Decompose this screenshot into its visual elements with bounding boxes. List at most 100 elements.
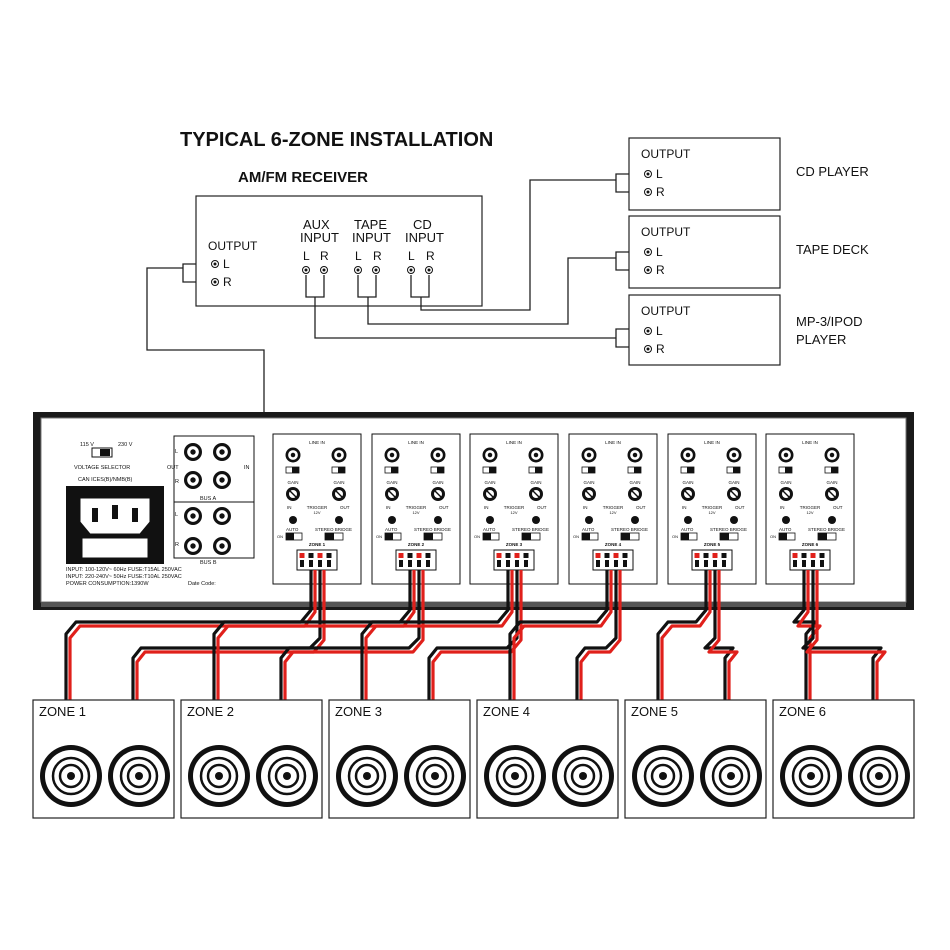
speaker-inner-ring (206, 763, 232, 789)
module-stereo-bridge-label: STEREO BRIDGE (611, 527, 648, 532)
module-gain-label-r: GAIN (728, 480, 739, 485)
speaker-icon (484, 745, 546, 807)
speaker-terminal-post (426, 560, 430, 567)
speaker-terminal-post (408, 560, 412, 567)
trigger-in-jack[interactable] (585, 516, 593, 524)
ab-switch-right-knob (831, 467, 838, 473)
module-auto-label: AUTO (681, 527, 694, 532)
speaker-terminal (514, 553, 520, 558)
trigger-in-jack[interactable] (782, 516, 790, 524)
rca-jack-pin (290, 452, 296, 458)
speaker-inner-ring (866, 763, 892, 789)
voltage-230-label: 230 V (118, 442, 133, 448)
speaker-terminal (523, 553, 529, 558)
ab-switch-right-knob (733, 467, 740, 473)
bus-section (173, 435, 255, 559)
gain-knob-slot (388, 490, 396, 498)
input-jack-center (322, 268, 326, 272)
rca-jack-pin (783, 452, 789, 458)
speaker-terminal (317, 553, 323, 558)
power-inlet-icon (66, 486, 164, 564)
tape-l-label: L (355, 249, 362, 263)
power-consumption: POWER CONSUMPTION:1390W (66, 581, 149, 587)
source-output-label: OUTPUT (641, 147, 691, 161)
source-jack-l (644, 170, 652, 178)
cd-l-label: L (408, 249, 415, 263)
speaker-terminal-post (695, 560, 699, 567)
ab-switch-left-knob (292, 467, 299, 473)
source-jack-l-center (646, 329, 650, 333)
module-trigger-label: TRIGGER (603, 505, 624, 510)
source-jack-r (644, 266, 652, 274)
trigger-out-jack[interactable] (434, 516, 442, 524)
trigger-in-jack[interactable] (388, 516, 396, 524)
speaker-terminal-post (515, 560, 519, 567)
trigger-out-jack[interactable] (335, 516, 343, 524)
receiver-output-label: OUTPUT (208, 239, 258, 253)
speaker-terminal (712, 553, 718, 558)
speaker-dustcap (875, 772, 883, 780)
source-jack-r-center (646, 347, 650, 351)
gain-knob-slot (684, 490, 692, 498)
module-12v-label: 12V (510, 510, 517, 515)
speaker-terminal-post (722, 560, 726, 567)
trigger-out-jack[interactable] (730, 516, 738, 524)
speaker-terminal-post (793, 560, 797, 567)
speaker-dustcap (807, 772, 815, 780)
speaker-terminal (595, 553, 601, 558)
gain-knob-slot (335, 490, 343, 498)
module-gain-label-l: GAIN (682, 480, 693, 485)
speaker-terminal (819, 553, 825, 558)
module-gain-label-l: GAIN (780, 480, 791, 485)
trigger-out-jack[interactable] (532, 516, 540, 524)
bus-b-r-label: R (175, 542, 179, 548)
source-jack-r (644, 188, 652, 196)
speaker-terminal-post (614, 560, 618, 567)
module-on-label: ON (770, 534, 776, 539)
bus-out-label: OUT (167, 465, 179, 471)
module-zone-label: ZONE 6 (802, 542, 819, 547)
module-zone-label: ZONE 1 (309, 542, 326, 547)
page-title: TYPICAL 6-ZONE INSTALLATION (180, 129, 493, 151)
zone-2: ZONE 2 (180, 699, 323, 819)
source-r-label: R (656, 263, 665, 277)
speaker-terminal (326, 553, 332, 558)
input-jack (302, 266, 310, 274)
ab-switch-right-knob (535, 467, 542, 473)
speaker-terminal-post (309, 560, 313, 567)
module-gain-label-l: GAIN (484, 480, 495, 485)
gain-knob-slot (434, 490, 442, 498)
source-l-label: L (656, 324, 663, 338)
ab-switch-left-knob (391, 467, 398, 473)
source-box (628, 137, 781, 211)
speaker-ring (267, 756, 307, 796)
input-jack-center (304, 268, 308, 272)
auto-switch-knob (483, 533, 491, 540)
trigger-in-jack[interactable] (684, 516, 692, 524)
source-jack-l (644, 327, 652, 335)
module-trigger-label: TRIGGER (406, 505, 427, 510)
module-auto-label: AUTO (779, 527, 792, 532)
module-12v-label: 12V (806, 510, 813, 515)
module-trigger-label: TRIGGER (307, 505, 328, 510)
module-line-in-label: LINE IN (408, 440, 424, 445)
speaker-dustcap (579, 772, 587, 780)
bus-b-l-label: L (175, 512, 178, 518)
trigger-out-jack[interactable] (828, 516, 836, 524)
zone-1: ZONE 1 (32, 699, 175, 819)
speaker-icon (552, 745, 614, 807)
module-trigger-label: TRIGGER (702, 505, 723, 510)
speaker-terminal-post (524, 560, 528, 567)
speaker-terminal (496, 553, 502, 558)
trigger-in-jack[interactable] (486, 516, 494, 524)
rca-jack-pin (389, 452, 395, 458)
source-output-label: OUTPUT (641, 304, 691, 318)
trigger-in-jack[interactable] (289, 516, 297, 524)
trigger-out-jack[interactable] (631, 516, 639, 524)
voltage-selector-switch[interactable] (91, 447, 113, 458)
speaker-ring (563, 756, 603, 796)
